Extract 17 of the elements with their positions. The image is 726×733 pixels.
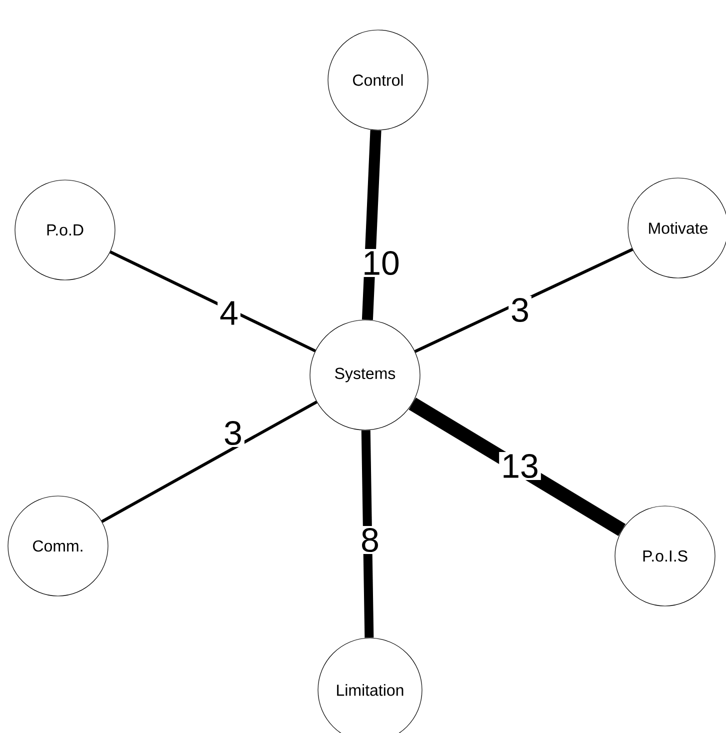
edge-label: 3 xyxy=(508,296,532,324)
circle-node: Systems xyxy=(310,320,420,430)
connector-line xyxy=(362,130,382,320)
connector-line xyxy=(361,430,374,638)
circle-node: Comm. xyxy=(8,496,108,596)
connector-line xyxy=(101,400,318,523)
edge-label: 8 xyxy=(358,526,382,554)
circle-node: P.o.D xyxy=(14,180,116,280)
edge-label: 13 xyxy=(499,452,541,480)
circle-node: Control xyxy=(328,30,428,130)
edge-label: 10 xyxy=(360,248,402,278)
connector-line xyxy=(414,248,634,353)
edge-label: 4 xyxy=(218,299,240,327)
edge-label: 3 xyxy=(222,418,244,448)
circle-node: P.o.I.S xyxy=(614,506,716,606)
connector-line xyxy=(110,250,316,352)
connector-line xyxy=(408,398,626,536)
